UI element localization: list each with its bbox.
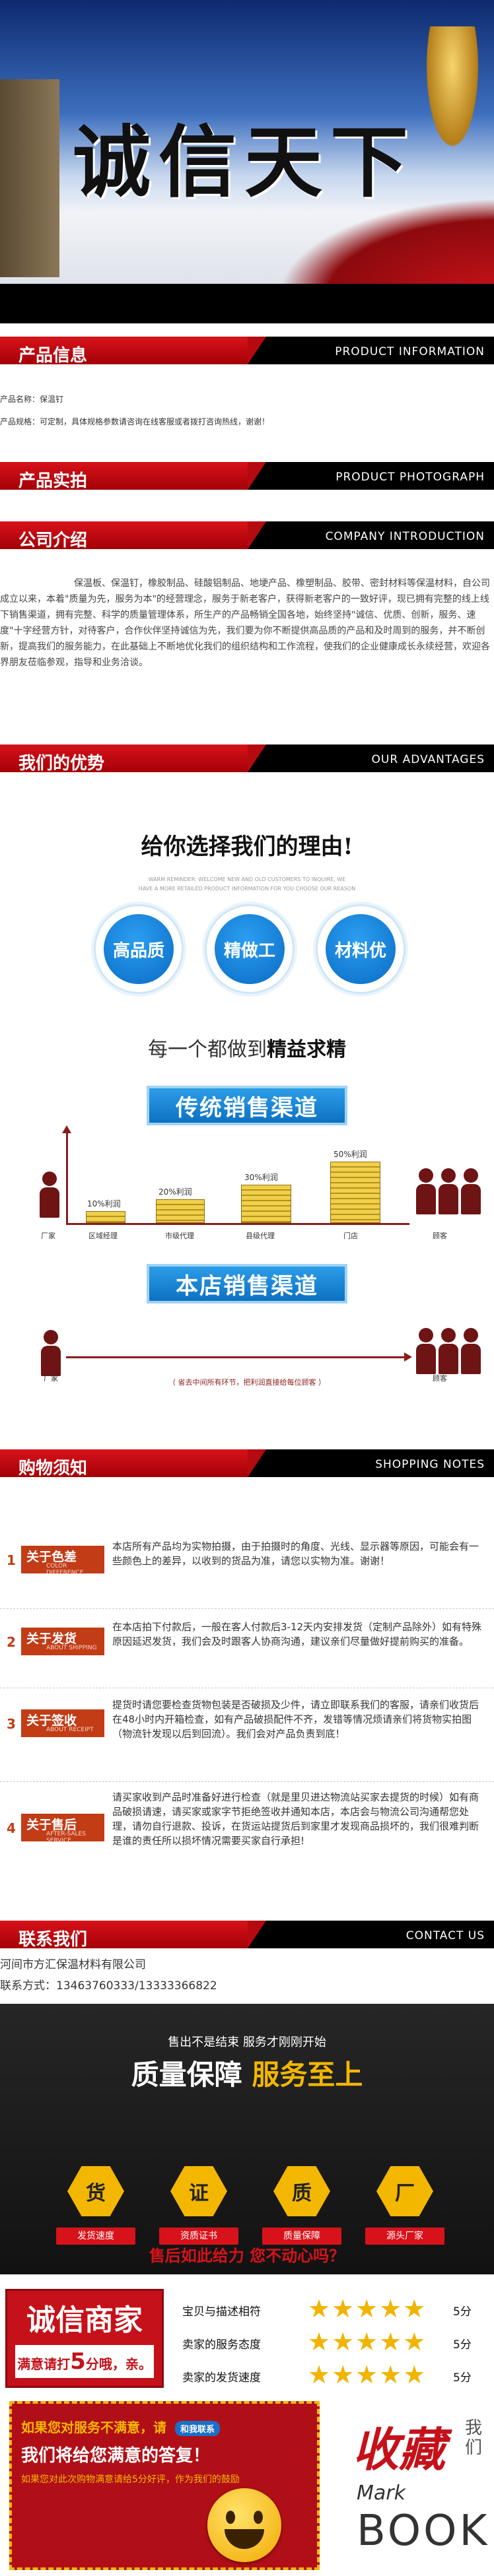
- advantages-headline: 给你选择我们的理由!: [141, 834, 353, 860]
- section-title: 产品实拍: [18, 471, 88, 491]
- hex-label-certificate: 资质证书: [159, 2228, 238, 2245]
- store-label-factory: 厂家: [44, 1374, 58, 1383]
- rating-row: 卖家的发货速度 ★★★★★ 5分: [182, 2360, 472, 2389]
- footer-line-1: 如果您对服务不满意，请 和我联系: [21, 2417, 220, 2436]
- store-label-customer: 顾客: [433, 1374, 447, 1383]
- coin-label-30: 30%利润: [244, 1173, 278, 1182]
- section-product-photo: 产品实拍 PRODUCT PHOTOGRAPH: [0, 462, 494, 491]
- channel-label-customer: 顾客: [433, 1232, 447, 1240]
- coin-label-50: 50%利润: [334, 1150, 367, 1159]
- store-channel-arrow: [404, 1352, 412, 1362]
- rating-row: 宝贝与描述相符 ★★★★★ 5分: [182, 2294, 472, 2323]
- hex-certificate-icon: 证: [170, 2166, 227, 2216]
- rating-row: 卖家的服务态度 ★★★★★ 5分: [182, 2327, 472, 2356]
- product-spec: 产品规格：可定制，具体规格参数请咨询在线客服或者拨打咨询热线，谢谢！: [0, 417, 270, 426]
- coins-50: [330, 1162, 380, 1223]
- coin-label-20: 20%利润: [159, 1187, 192, 1197]
- footer-line-2: 我们将给您满意的答复！: [21, 2446, 211, 2466]
- section-title: 产品信息: [18, 346, 88, 366]
- channel-label-county: 县级代理: [246, 1232, 275, 1240]
- channel-axis-horizontal: [66, 1223, 409, 1225]
- person-factory-icon: [41, 1330, 61, 1376]
- section-subtitle: PRODUCT PHOTOGRAPH: [335, 471, 485, 484]
- store-channel-note: （ 省去中间所有环节，把利润直接给每位顾客 ）: [168, 1378, 326, 1387]
- hex-quality-icon: 质: [273, 2166, 330, 2216]
- section-shopping-notes: 购物须知 SHOPPING NOTES: [0, 1449, 494, 1478]
- service-tag-button[interactable]: 和我联系: [174, 2421, 220, 2436]
- hero-building: [0, 79, 59, 277]
- hero-banner: 诚信天下: [0, 0, 494, 284]
- section-subtitle: SHOPPING NOTES: [375, 1458, 485, 1471]
- channel-label-factory: 厂家: [41, 1232, 55, 1240]
- coin-label-10: 10%利润: [87, 1199, 121, 1208]
- product-name: 产品名称：保温钉: [0, 395, 64, 404]
- hero-trophy: [423, 26, 482, 158]
- section-subtitle: CONTACT US: [406, 1929, 485, 1942]
- section-contact: 联系我们 CONTACT US: [0, 1921, 494, 1950]
- channel-label-store: 门店: [343, 1232, 358, 1240]
- hex-label-quality: 质量保障: [262, 2228, 341, 2245]
- hex-label-shipping: 发货速度: [56, 2228, 135, 2245]
- guarantee-top-line: 售出不是结束 服务才刚刚开始: [168, 2035, 326, 2049]
- section-subtitle: COMPANY INTRODUCTION: [325, 530, 485, 543]
- coins-10: [86, 1211, 125, 1223]
- channel-axis-arrow: [62, 1125, 71, 1133]
- company-intro-text: 保温板、保温钉，橡胶制品、硅酸铝制品、地埂产品、橡塑制品、胶带、密封材料等保温材…: [0, 578, 490, 668]
- section-title: 购物须知: [18, 1459, 88, 1478]
- badge-sub: 满意请打5分哦，亲。: [15, 2345, 154, 2378]
- footer-satisfaction: 如果您对服务不满意，请 和我联系 我们将给您满意的答复！ 如果您对此次购物满意请…: [9, 2401, 320, 2570]
- hero-bottom-bar: [0, 284, 494, 323]
- person-factory-icon: [40, 1172, 59, 1218]
- section-title: 公司介绍: [18, 531, 88, 550]
- contact-company: 河间市方汇保温材料有限公司: [0, 1958, 146, 1971]
- channel-label-city: 市级代理: [165, 1232, 194, 1240]
- star-rating-icon: ★★★★★: [308, 2360, 427, 2389]
- hero-slogan: 诚信天下: [72, 116, 416, 208]
- section-title: 我们的优势: [18, 754, 105, 774]
- hero-red-fan: [277, 198, 494, 284]
- people-customers-icon: [416, 1168, 481, 1214]
- coins-20: [156, 1199, 205, 1223]
- advantages-motto: 每一个都做到精益求精: [148, 1038, 346, 1061]
- coins-30: [241, 1185, 291, 1223]
- bubble-material: 材料优: [316, 904, 406, 994]
- smiley-icon: [207, 2488, 281, 2562]
- section-subtitle: PRODUCT INFORMATION: [335, 345, 485, 358]
- hex-shipping-icon: 货: [67, 2166, 124, 2216]
- guarantee-bottom-line: 售后如此给力 您不动心吗？: [149, 2247, 345, 2265]
- channel-label-regional: 区域经理: [88, 1232, 118, 1240]
- section-title: 联系我们: [18, 1930, 88, 1950]
- traditional-channel-banner: 传统销售渠道: [147, 1086, 347, 1125]
- contact-phone: 联系方式：13463760333/13333366822: [0, 1979, 217, 1993]
- hex-factory-icon: 厂: [376, 2166, 433, 2216]
- store-channel-banner: 本店销售渠道: [147, 1264, 347, 1304]
- section-product-info: 产品信息 PRODUCT INFORMATION: [0, 337, 494, 366]
- guarantee-title: 质量保障 服务至上: [131, 2059, 363, 2091]
- advantages-sub-en-1: WARM REMINDER: WELCOME NEW AND OLD CUSTO…: [148, 876, 346, 882]
- trust-badge: 诚信商家 满意请打5分哦，亲。: [5, 2289, 164, 2388]
- bubble-quality: 高品质: [94, 904, 184, 994]
- section-subtitle: OUR ADVANTAGES: [371, 753, 485, 766]
- people-customers-icon: [416, 1328, 481, 1374]
- star-rating-icon: ★★★★★: [308, 2294, 427, 2323]
- section-advantages: 我们的优势 OUR ADVANTAGES: [0, 744, 494, 774]
- bookmark-store-button[interactable]: 收藏 我们 Mark BOOK: [350, 2409, 489, 2567]
- channel-axis-vertical: [66, 1132, 68, 1224]
- section-company: 公司介绍 COMPANY INTRODUCTION: [0, 521, 494, 550]
- bubble-workmanship: 精做工: [205, 904, 295, 994]
- store-channel-line: [66, 1356, 409, 1358]
- advantages-sub-en-2: HAVE A MORE RETAILED PRODUCT INFORMATION…: [138, 886, 356, 892]
- footer-line-3: 如果您对此次购物满意请给5分好评，作为我们的鼓励: [21, 2474, 240, 2485]
- hex-label-factory: 源头厂家: [365, 2228, 444, 2245]
- star-rating-icon: ★★★★★: [308, 2327, 427, 2356]
